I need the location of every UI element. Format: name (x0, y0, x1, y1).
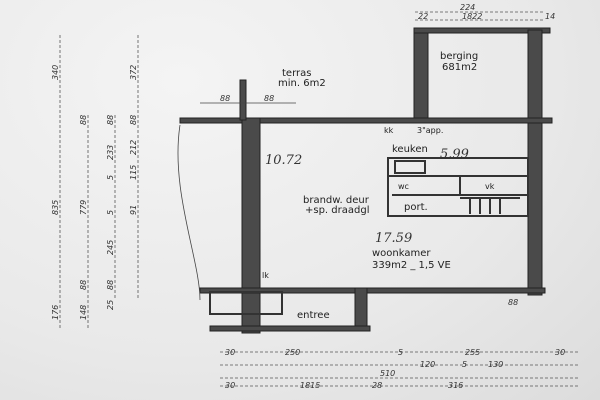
dim-text: 245 (106, 240, 115, 255)
dim-text: 88 (508, 298, 518, 307)
dim-text: 224 (460, 3, 475, 12)
dim-text: 176 (51, 305, 60, 320)
dim-text: 130 (488, 360, 503, 369)
terras-area: min. 6m2 (278, 78, 326, 89)
dim-text: 88 (264, 94, 274, 103)
dim-text: 779 (79, 200, 88, 215)
dim-text: 340 (51, 65, 60, 80)
dim-text: 148 (79, 305, 88, 320)
dim-text: 372 (129, 65, 138, 80)
dim-text: 88 (106, 115, 115, 125)
dim-text: 233 (106, 145, 115, 160)
dim-text: 5 (106, 175, 115, 180)
entree-closet (209, 291, 283, 315)
kitchen-appliance (394, 160, 426, 174)
berging-label: berging (440, 51, 478, 62)
dim-text: 1815 (300, 381, 320, 390)
woonkamer-label: woonkamer (372, 248, 431, 259)
dim-text: 88 (220, 94, 230, 103)
berging-area: 681m2 (442, 62, 477, 73)
lk-label: lk (262, 271, 269, 280)
dim-text: 250 (285, 348, 300, 357)
stairs (460, 197, 520, 214)
left-wall (241, 117, 261, 334)
opp-label: 3"app. (417, 126, 443, 135)
kk-label: kk (384, 126, 394, 135)
dim-text: 88 (79, 115, 88, 125)
terras-divider (239, 79, 247, 121)
dim-text: 91 (129, 205, 138, 215)
keuken-area: 5.99 (440, 147, 469, 162)
vk-label: vk (485, 182, 495, 191)
core-block (387, 157, 529, 217)
berging-left-wall (413, 29, 429, 121)
dim-text: 30 (555, 348, 565, 357)
keuken-label: keuken (392, 144, 428, 155)
front-facade-wall (199, 287, 546, 294)
dim-text: 22 (418, 12, 428, 21)
woonkamer-hand-area: 17.59 (375, 231, 412, 246)
dim-text: 255 (465, 348, 480, 357)
berging-top-wall (413, 27, 551, 34)
dim-text: 88 (79, 280, 88, 290)
port-label: port. (404, 202, 428, 213)
dim-text: 510 (380, 369, 395, 378)
dim-text: 835 (51, 200, 60, 215)
dim-text: 5 (398, 348, 403, 357)
terras-label: terras (282, 68, 311, 79)
entree-label: entree (297, 310, 330, 321)
wc-label: wc (398, 182, 409, 191)
entree-bottom-wall (209, 325, 371, 332)
dim-text: 88 (106, 280, 115, 290)
dim-text: 120 (420, 360, 435, 369)
back-facade-wall (179, 117, 553, 124)
entree-wall (354, 287, 368, 331)
right-wall (527, 29, 543, 296)
dim-text: 14 (545, 12, 555, 21)
dim-text: 5 (106, 210, 115, 215)
dim-text: 5 (462, 360, 467, 369)
woonkamer-area: 339m2 _ 1,5 VE (372, 260, 451, 271)
door-note-2: +sp. draadgl (305, 205, 369, 216)
dim-text: 30 (225, 381, 235, 390)
dim-text: 88 (129, 115, 138, 125)
dim-text: 1822 (462, 12, 482, 21)
dim-text: 115 (129, 165, 138, 180)
dim-text: 316 (448, 381, 463, 390)
living-hand-area: 10.72 (265, 153, 302, 168)
door-note-1: brandw. deur (303, 195, 370, 206)
terrain-outline (177, 124, 201, 301)
dim-text: 28 (372, 381, 382, 390)
dim-text: 30 (225, 348, 235, 357)
dim-text: 25 (106, 300, 115, 310)
dim-text: 212 (129, 140, 138, 155)
